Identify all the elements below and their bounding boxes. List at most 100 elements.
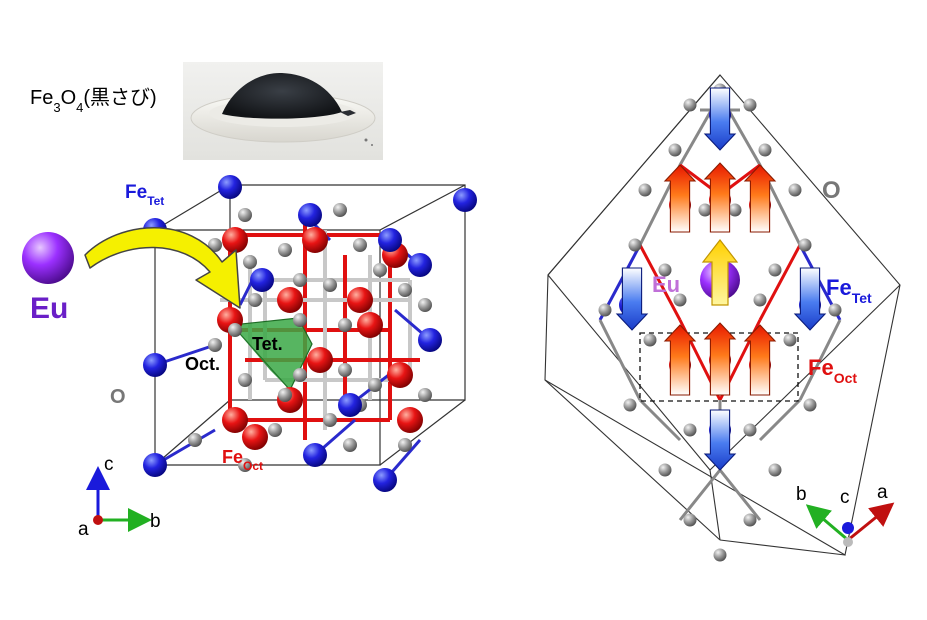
fe-oct-atom: [277, 287, 303, 313]
fe-oct-atom: [222, 227, 248, 253]
left-fe-tet-label: FeTet: [125, 182, 164, 208]
oxygen-atom: [743, 423, 757, 437]
oxygen-atom: [293, 273, 307, 287]
oxygen-atom: [683, 98, 697, 112]
oxygen-atom: [713, 548, 727, 562]
spin-up-arrow: [743, 164, 777, 233]
oxygen-atom: [238, 458, 252, 472]
fe-oct-atom: [307, 347, 333, 373]
right-axis-b-label: b: [796, 484, 807, 505]
right-axis-c-label: c: [840, 487, 850, 508]
left-fe-oct-label: FeOct: [222, 447, 263, 473]
oxygen-atom: [373, 263, 387, 277]
eu-spin-arrow: [701, 239, 739, 306]
oxygen-atom: [248, 293, 262, 307]
fe-tet-atom: [453, 188, 477, 212]
oxygen-atom: [628, 238, 642, 252]
left-axes: c a b: [78, 454, 161, 540]
bond: [758, 398, 802, 442]
oxygen-atom: [743, 98, 757, 112]
fe-tet-atom: [408, 253, 432, 277]
spin-up-arrow: [703, 322, 737, 396]
spin-up-arrow: [703, 162, 737, 233]
oxygen-atom: [728, 203, 742, 217]
unit-cell-frame: [154, 184, 466, 466]
right-o-label: O: [822, 177, 841, 204]
oxygen-atom: [683, 513, 697, 527]
bond: [758, 244, 802, 321]
spin-up-arrow: [663, 164, 697, 233]
oxygen-atom: [293, 368, 307, 382]
left-axis-b-label: b: [150, 511, 161, 532]
oxygen-atom: [208, 238, 222, 252]
fe-oct-atom: [222, 407, 248, 433]
oxygen-atom: [698, 203, 712, 217]
oxygen-atom: [243, 255, 257, 269]
oxygen-atom: [188, 433, 202, 447]
fe-tet-atom: [218, 175, 242, 199]
oxygen-atom: [828, 303, 842, 317]
left-axis-c-label: c: [104, 454, 114, 475]
right-axis-a-label: a: [877, 482, 888, 503]
oxygen-atom: [803, 398, 817, 412]
right-axes: b c a: [796, 482, 895, 547]
fe-oct-atom: [357, 312, 383, 338]
right-crystal-structure: [544, 74, 901, 562]
right-fe-tet-label: FeTet: [826, 275, 872, 306]
left-oct-label: Oct.: [185, 354, 220, 374]
fe-tet-atom: [303, 443, 327, 467]
bond: [638, 398, 682, 442]
spin-up-arrow: [743, 324, 777, 396]
oxygen-atom: [623, 398, 637, 412]
oxygen-atom: [368, 378, 382, 392]
spin-down-arrow: [703, 409, 737, 471]
spin-arrows: [615, 87, 827, 471]
oxygen-atom: [683, 423, 697, 437]
oxygen-atom: [598, 303, 612, 317]
oxygen-atom: [278, 243, 292, 257]
oxygen-atom: [768, 463, 782, 477]
oxygen-atom: [758, 143, 772, 157]
left-tet-label: Tet.: [252, 334, 283, 354]
eu-atom-left: [22, 232, 74, 284]
fe-tet-atom: [378, 228, 402, 252]
oxygen-atom: [238, 373, 252, 387]
oxygen-atom: [668, 143, 682, 157]
eu-insertion-arrow: [84, 227, 241, 309]
bond: [678, 469, 722, 521]
oxygen-atom: [293, 313, 307, 327]
oxygen-atom: [333, 203, 347, 217]
oxygen-atom: [658, 463, 672, 477]
left-o-label: O: [110, 386, 126, 408]
fe-oct-atom: [242, 424, 268, 450]
left-atoms: [143, 175, 477, 492]
oxygen-atom: [343, 438, 357, 452]
fe-oct-atom: [302, 227, 328, 253]
fe-tet-atom: [143, 353, 167, 377]
oxygen-atom: [783, 333, 797, 347]
oxygen-atom: [208, 338, 222, 352]
powder-photo: [183, 62, 383, 160]
spin-down-arrow: [615, 267, 649, 331]
right-eu-label: Eu: [652, 272, 680, 297]
bond: [798, 319, 842, 401]
left-crystal-structure: [143, 175, 477, 492]
fe-oct-atom: [347, 287, 373, 313]
oxygen-atom: [228, 323, 242, 337]
fe-tet-atom: [418, 328, 442, 352]
tet-polyhedron: [230, 317, 313, 392]
fe-oct-atom: [387, 362, 413, 388]
oxygen-atom: [238, 208, 252, 222]
oxygen-atom: [638, 183, 652, 197]
oxygen-atom: [338, 363, 352, 377]
left-axis-a-label: a: [78, 519, 89, 540]
oxygen-atom: [418, 388, 432, 402]
oxygen-atom: [788, 183, 802, 197]
fe-tet-atom: [298, 203, 322, 227]
oxygen-atom: [643, 333, 657, 347]
oxygen-atom: [418, 298, 432, 312]
right-fe-oct-label: FeOct: [808, 355, 857, 386]
oxygen-atom: [323, 413, 337, 427]
oxygen-atom: [278, 388, 292, 402]
